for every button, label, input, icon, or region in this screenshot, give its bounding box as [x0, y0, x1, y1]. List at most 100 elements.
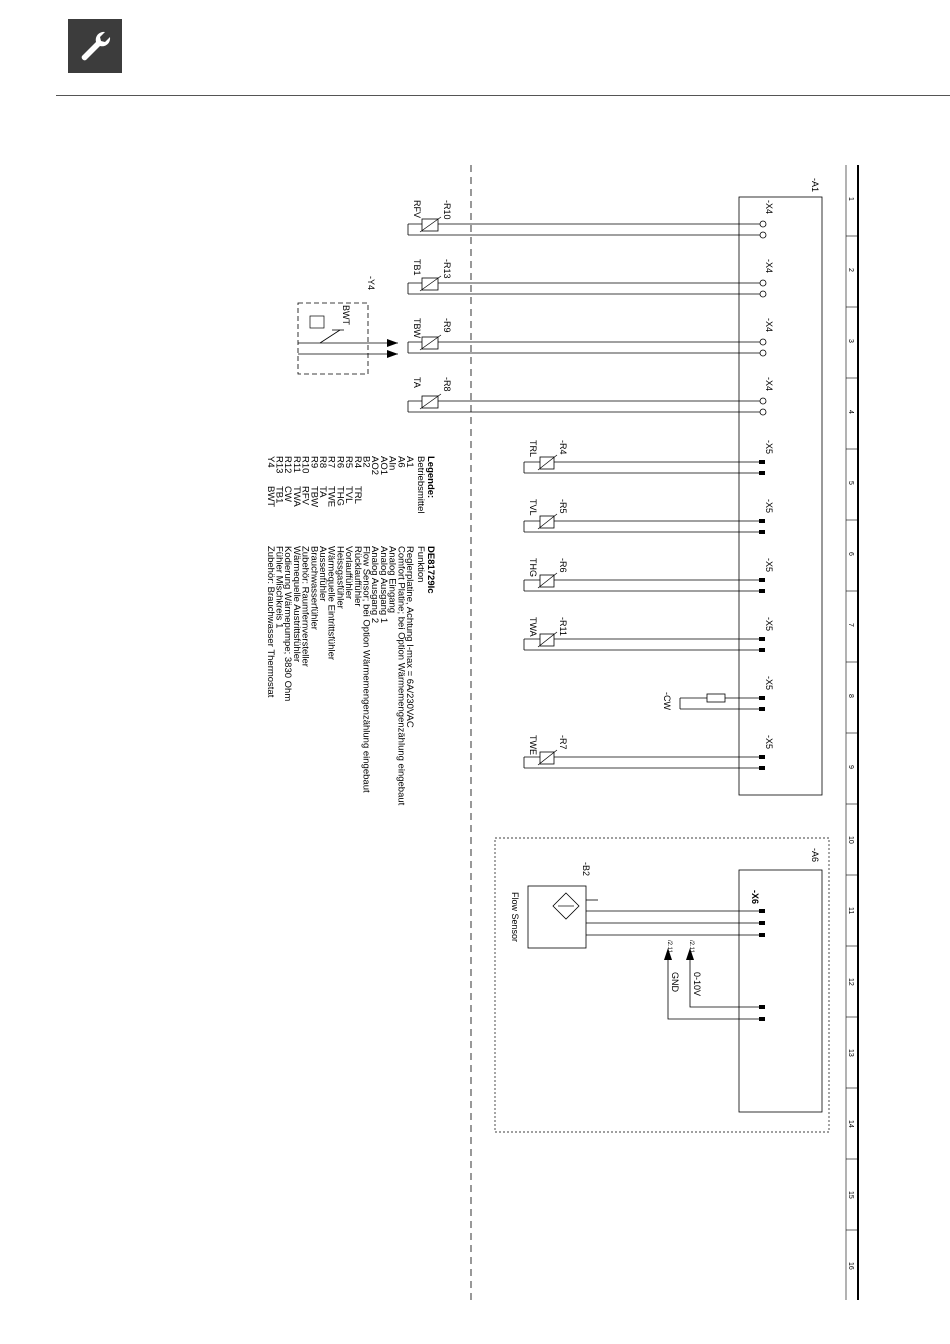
- sensor-label: TB1: [412, 259, 422, 276]
- terminal: [759, 279, 767, 287]
- terminal: [759, 349, 767, 357]
- column-number: 6: [847, 552, 854, 556]
- legend-function: Heissgasfühler: [334, 546, 345, 609]
- legend-function: Zubehör: Brauchwasser Thermostat: [265, 546, 276, 698]
- sensor-slash: [537, 513, 558, 530]
- terminal: [759, 696, 765, 700]
- sensor-ref: -R13: [442, 259, 452, 279]
- legend-name: TWE: [326, 486, 337, 507]
- connector-label: -X5: [764, 617, 774, 631]
- column-number: 8: [847, 694, 854, 698]
- column-number: 11: [847, 907, 854, 914]
- column-number: 9: [847, 765, 854, 769]
- x5-sensor-group: -R4TRL-X5-R5TVL-X5-R6THG-X5-R11TWA-X5-CW…: [523, 440, 774, 770]
- terminal: [759, 408, 767, 416]
- frame-a6-label: -A6: [810, 848, 820, 862]
- sensor-label: TVL: [528, 499, 538, 516]
- legend-name: TRL: [352, 486, 363, 504]
- column-number: 4: [847, 410, 854, 414]
- legend-name: TB1: [274, 486, 285, 503]
- frame-a1-label: -A1: [810, 178, 820, 192]
- wrench-icon: [81, 31, 111, 61]
- column-number: 15: [847, 1191, 854, 1199]
- terminal: [759, 637, 765, 641]
- analog-outputs: [664, 948, 765, 1021]
- legend-name: THG: [334, 486, 345, 506]
- sensor-ref: -R9: [442, 318, 452, 333]
- connector-label: -X5: [764, 676, 774, 690]
- legend-code: B2: [361, 456, 372, 468]
- legend-name: TBW: [308, 486, 319, 507]
- legend-function: Analog Eingang: [387, 546, 398, 613]
- output-gnd-ref: /2.11: [666, 940, 672, 954]
- terminal: [759, 519, 765, 523]
- legend-code: R8: [317, 456, 328, 468]
- legend-name: TVL: [343, 486, 354, 503]
- legend-code: R12: [282, 456, 293, 473]
- sensor-ref: -R11: [558, 617, 568, 636]
- frame-a6-dotted: [494, 837, 830, 1133]
- legend-doc-id: DE81729Ic: [425, 546, 436, 594]
- column-number: 1: [847, 197, 854, 201]
- column-number: 16: [847, 1262, 854, 1270]
- connector-label: -X5: [764, 558, 774, 572]
- legend-code: R9: [308, 456, 319, 468]
- sensor-label: TA: [412, 377, 422, 388]
- legend-code: AIn: [387, 456, 398, 470]
- connector-label: -X5: [764, 735, 774, 749]
- flow-sensor-label: Flow Sensor: [510, 892, 520, 942]
- flow-sensor-ref: -B2: [581, 862, 591, 876]
- terminal: [759, 530, 765, 534]
- sensor-label: THG: [528, 558, 538, 577]
- legend-function-header: Funktion: [415, 546, 426, 582]
- legend: Legende: Betriebsmittel DE81729Ic Funkti…: [265, 456, 436, 806]
- legend-function: Fühler Mischkreis 1: [274, 546, 285, 628]
- legend-function: Rücklauffühler: [352, 546, 363, 607]
- legend-function: Aussenfühler: [317, 546, 328, 601]
- legend-title: Legende:: [425, 456, 436, 498]
- sensor-ref: -R5: [558, 499, 568, 514]
- terminal: [759, 220, 767, 228]
- sensor-label: TWA: [528, 617, 538, 637]
- flow-sensor-b2: -B2 Flow Sensor -X6: [510, 862, 765, 949]
- logo: [68, 19, 122, 73]
- legend-code: A6: [395, 456, 406, 468]
- frame-a1: [738, 196, 823, 796]
- legend-code: AO2: [369, 456, 380, 475]
- sensor-slash: [537, 749, 558, 766]
- sensor-label: -CW: [662, 692, 672, 710]
- legend-function: Wärmequelle Eintrittsfühler: [326, 546, 337, 660]
- legend-name: TWA: [291, 486, 302, 507]
- sensor-ref: -R4: [558, 440, 568, 455]
- legend-function: Wärmequelle Austrittsfühler: [291, 546, 302, 662]
- terminal: [759, 471, 765, 475]
- column-grid: [845, 165, 859, 1300]
- output-0-10v-label: 0-10V: [692, 972, 702, 996]
- connector-label: -X4: [764, 377, 774, 391]
- legend-subtitle: Betriebsmittel: [415, 456, 426, 514]
- terminal: [759, 707, 765, 711]
- terminal: [759, 397, 767, 405]
- terminal: [759, 755, 765, 759]
- legend-function: Kodierung Wärmepumpe; 3830 Ohm: [282, 546, 293, 701]
- sensor-slash: [419, 216, 442, 233]
- legend-function: Analog Ausgang 2: [369, 546, 380, 623]
- legend-function: Flow Sensor; bei Option Wärmemengenzählu…: [361, 546, 372, 793]
